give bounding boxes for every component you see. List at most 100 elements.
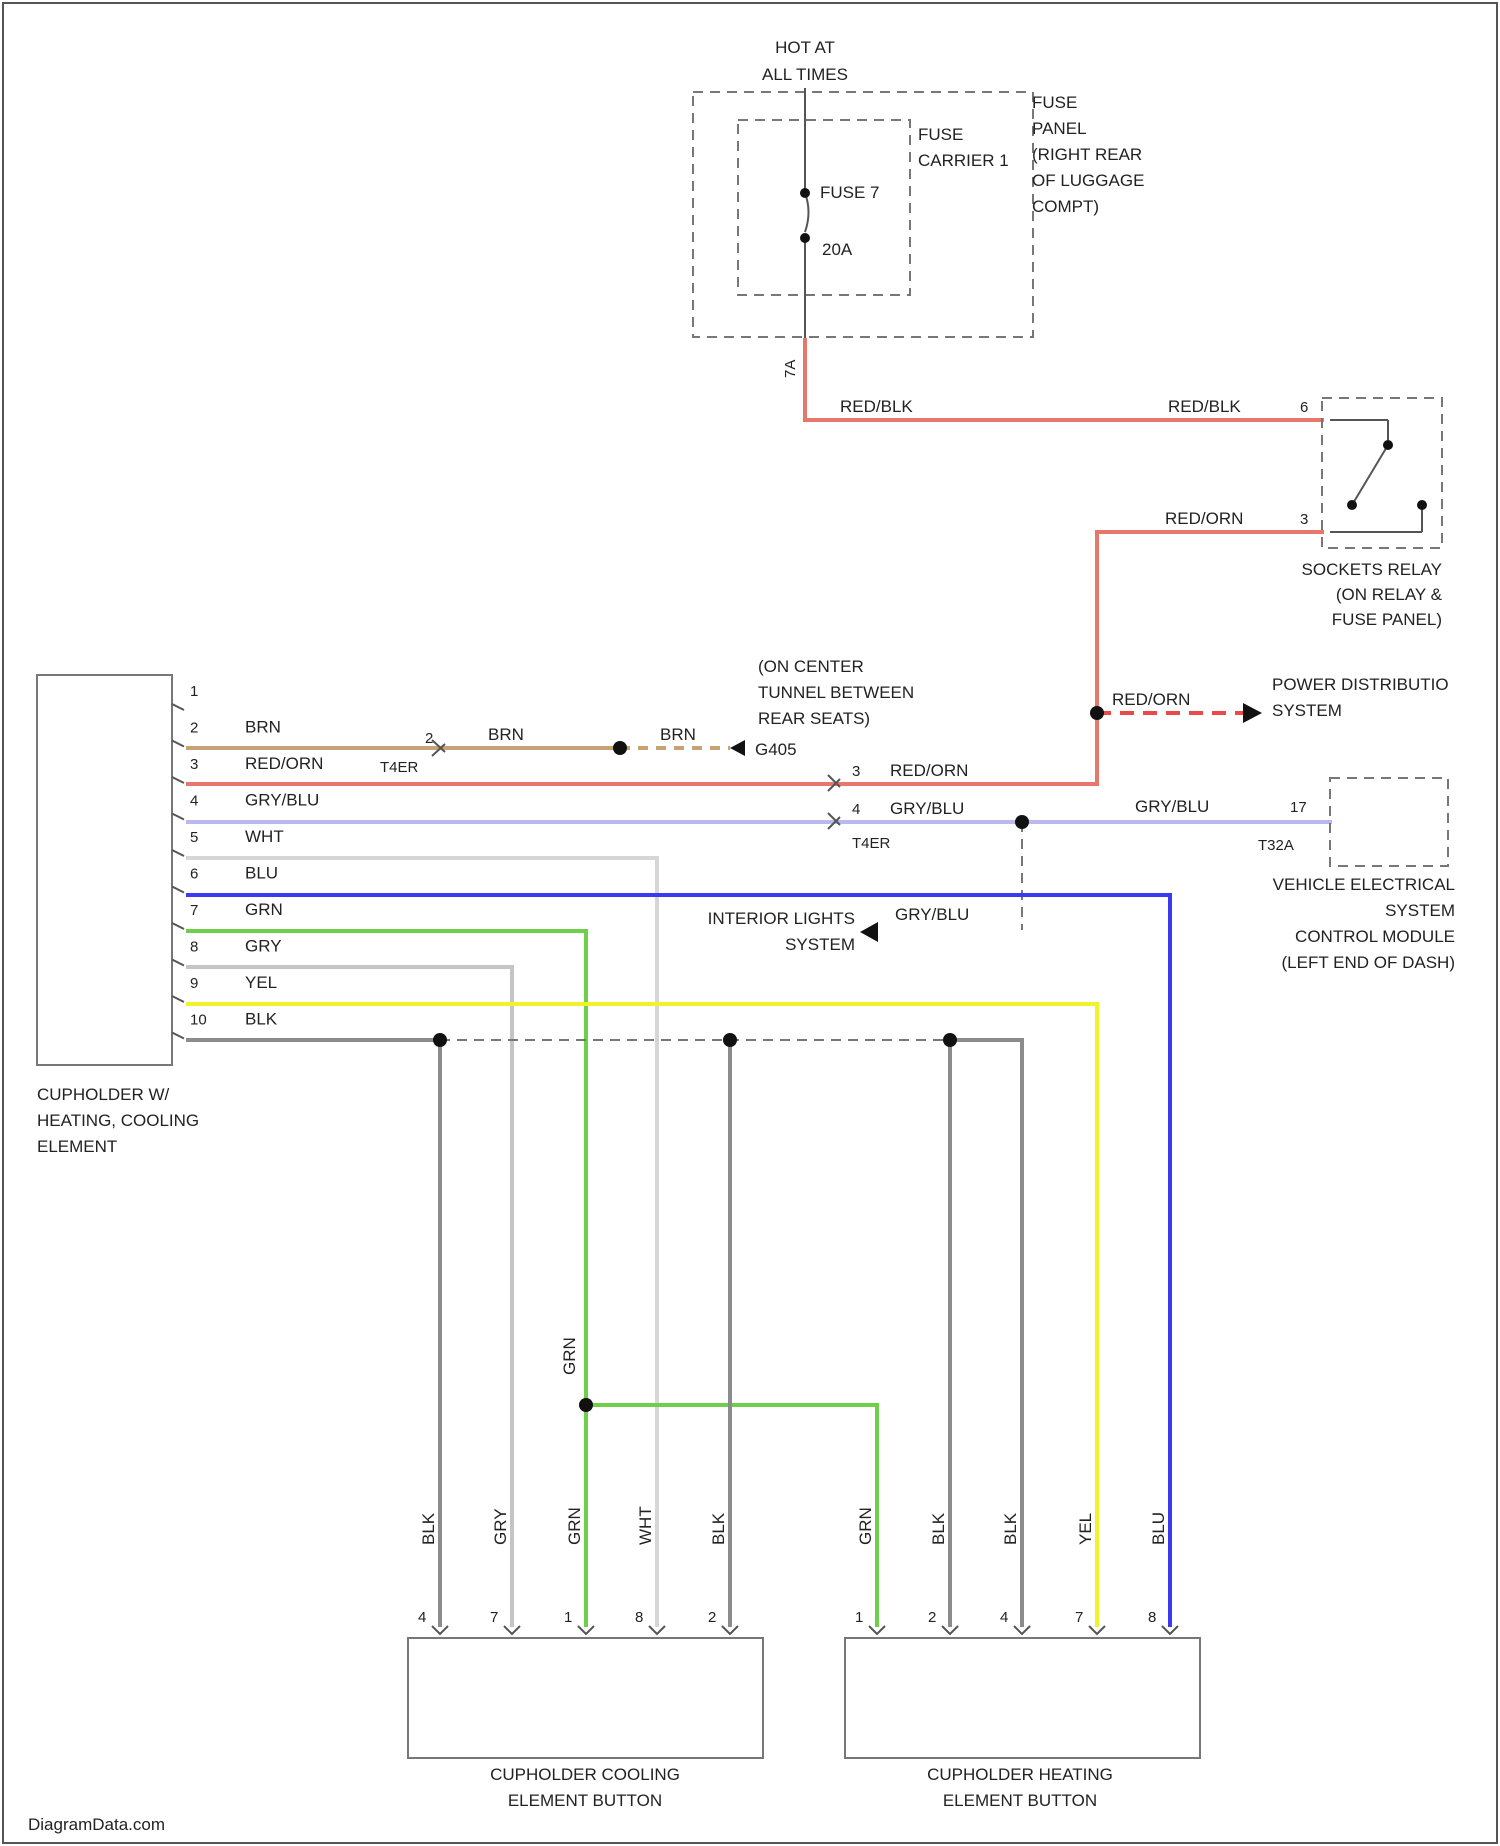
- element-name-2: HEATING, COOLING: [37, 1111, 199, 1130]
- button-pin-number: 1: [564, 1609, 572, 1626]
- ground-location-3: REAR SEATS): [758, 709, 870, 728]
- vecm-name-2: SYSTEM: [1385, 901, 1455, 920]
- element-pin-number: 9: [190, 975, 198, 992]
- element-pin-wire-label: GRN: [245, 900, 283, 919]
- splice-brn: [613, 741, 627, 755]
- button-pin-number: 8: [1148, 1609, 1156, 1626]
- button-wire-label: YEL: [1076, 1513, 1095, 1545]
- lights-wire-label: GRY/BLU: [895, 905, 969, 924]
- heating-button-name-2: ELEMENT BUTTON: [943, 1791, 1097, 1810]
- inline-wire-3: RED/ORN: [890, 761, 968, 780]
- relay-pin-in: 6: [1300, 399, 1308, 416]
- ground-connector-name: T4ER: [380, 759, 419, 776]
- button-wire-label: WHT: [636, 1506, 655, 1545]
- relay-name-1: SOCKETS RELAY: [1302, 560, 1442, 579]
- element-pin-wire-label: BLK: [245, 1010, 278, 1029]
- element-box: [37, 675, 172, 1065]
- element-name-1: CUPHOLDER W/: [37, 1085, 170, 1104]
- splice-blk-3: [943, 1033, 957, 1047]
- splice-red-orn: [1090, 706, 1104, 720]
- power-label-2: SYSTEM: [1272, 701, 1342, 720]
- fuse-name: FUSE 7: [820, 183, 880, 202]
- carrier-label-1: FUSE: [918, 125, 963, 144]
- element-pin-number: 1: [190, 683, 198, 700]
- button-wire-label: GRN: [565, 1507, 584, 1545]
- vecm-name-4: (LEFT END OF DASH): [1282, 953, 1455, 972]
- ground-location-2: TUNNEL BETWEEN: [758, 683, 914, 702]
- panel-label-2: PANEL: [1032, 119, 1087, 138]
- vecm-name-1: VEHICLE ELECTRICAL: [1273, 875, 1455, 894]
- button-wire-label: BLK: [709, 1512, 728, 1545]
- element-pin-number: 4: [190, 793, 198, 810]
- ground-wire-label-2: BRN: [660, 725, 696, 744]
- button-wire-label: BLK: [929, 1512, 948, 1545]
- button-pin-number: 2: [708, 1609, 716, 1626]
- element-pin-wire-label: WHT: [245, 827, 284, 846]
- relay-name-2: (ON RELAY &: [1336, 585, 1443, 604]
- carrier-label-2: CARRIER 1: [918, 151, 1009, 170]
- button-pin-number: 7: [1075, 1609, 1083, 1626]
- splice-grn: [579, 1398, 593, 1412]
- relay-name-3: FUSE PANEL): [1332, 610, 1442, 629]
- button-wire-label: BLK: [419, 1512, 438, 1545]
- vecm-connector: T32A: [1258, 837, 1294, 854]
- relay-wire-in: RED/BLK: [1168, 397, 1241, 416]
- element-pin-wire-label: GRY/BLU: [245, 791, 319, 810]
- power-label-1: POWER DISTRIBUTIO: [1272, 675, 1449, 694]
- element-pin-number: 2: [190, 720, 198, 737]
- splice-blk-1: [433, 1033, 447, 1047]
- panel-label-1: FUSE: [1032, 93, 1077, 112]
- panel-label-3: (RIGHT REAR: [1032, 145, 1142, 164]
- cooling-button-name-2: ELEMENT BUTTON: [508, 1791, 662, 1810]
- element-pin-wire-label: BLU: [245, 864, 278, 883]
- heating-button-box: [845, 1638, 1200, 1758]
- relay-contact-2: [1347, 500, 1357, 510]
- vecm-name-3: CONTROL MODULE: [1295, 927, 1455, 946]
- element-pin-number: 8: [190, 939, 198, 956]
- button-pin-number: 2: [928, 1609, 936, 1626]
- element-name-3: ELEMENT: [37, 1137, 117, 1156]
- lights-label-2: SYSTEM: [785, 935, 855, 954]
- hot-label-1: HOT AT: [775, 38, 835, 57]
- inline-pin-4: 4: [852, 801, 860, 818]
- button-pin-number: 4: [1000, 1609, 1008, 1626]
- vecm-wire-label: GRY/BLU: [1135, 797, 1209, 816]
- red-blk-label: RED/BLK: [840, 397, 913, 416]
- button-wire-label: BLU: [1149, 1512, 1168, 1545]
- fuse-out-pin: 7A: [782, 360, 799, 378]
- heating-button-name-1: CUPHOLDER HEATING: [927, 1765, 1113, 1784]
- button-wire-label: GRY: [491, 1508, 510, 1545]
- splice-blk-2: [723, 1033, 737, 1047]
- cooling-button-box: [408, 1638, 763, 1758]
- button-pin-number: 7: [490, 1609, 498, 1626]
- splice-gry-blu: [1015, 815, 1029, 829]
- button-pin-number: 1: [855, 1609, 863, 1626]
- element-pin-number: 3: [190, 756, 198, 773]
- inline-connector-name: T4ER: [852, 835, 891, 852]
- button-pin-number: 8: [635, 1609, 643, 1626]
- vertical-grn-label: GRN: [560, 1337, 579, 1375]
- fuse-rating: 20A: [822, 240, 853, 259]
- inline-wire-4: GRY/BLU: [890, 799, 964, 818]
- relay-contact-3: [1417, 500, 1427, 510]
- inline-pin-3: 3: [852, 763, 860, 780]
- cooling-button-name-1: CUPHOLDER COOLING: [490, 1765, 680, 1784]
- footer-watermark: DiagramData.com: [28, 1815, 165, 1834]
- fuse-node-bottom: [800, 233, 810, 243]
- relay-wire-out: RED/ORN: [1165, 509, 1243, 528]
- ground-id: G405: [755, 740, 797, 759]
- vecm-pin: 17: [1290, 799, 1307, 816]
- element-pin-number: 10: [190, 1012, 207, 1029]
- panel-label-5: COMPT): [1032, 197, 1099, 216]
- panel-label-4: OF LUGGAGE: [1032, 171, 1144, 190]
- relay-pin-out: 3: [1300, 511, 1308, 528]
- power-wire-label: RED/ORN: [1112, 690, 1190, 709]
- button-wire-label: BLK: [1001, 1512, 1020, 1545]
- element-pin-wire-label: BRN: [245, 718, 281, 737]
- fuse-node-top: [800, 188, 810, 198]
- element-pin-wire-label: GRY: [245, 937, 282, 956]
- lights-label-1: INTERIOR LIGHTS: [708, 909, 855, 928]
- relay-contact-1: [1383, 440, 1393, 450]
- hot-label-2: ALL TIMES: [762, 65, 848, 84]
